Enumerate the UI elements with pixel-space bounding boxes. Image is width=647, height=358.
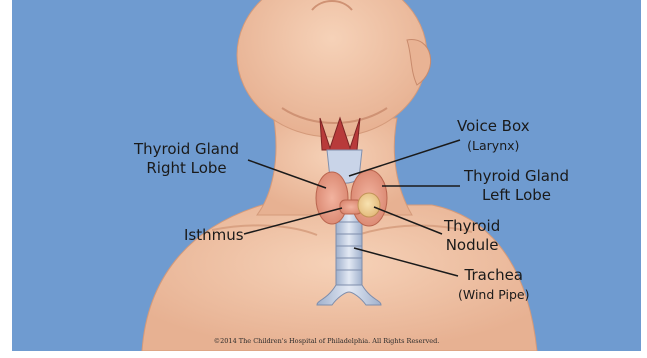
diagram-panel: Voice Box (Larynx) Thyroid Gland Right L… <box>12 0 641 351</box>
trachea-subtitle: (Wind Pipe) <box>458 285 530 304</box>
isthmus-title: Isthmus <box>184 226 244 245</box>
thyroid-right-subtitle: Right Lobe <box>134 159 239 178</box>
label-thyroid-left-lobe: Thyroid Gland Left Lobe <box>464 167 569 205</box>
thyroid-nodule <box>358 193 380 217</box>
head <box>237 0 427 137</box>
label-thyroid-right-lobe: Thyroid Gland Right Lobe <box>134 140 239 178</box>
nodule-subtitle: Nodule <box>444 236 500 255</box>
label-isthmus: Isthmus <box>184 226 244 245</box>
copyright-notice: ©2014 The Children's Hospital of Philade… <box>12 337 641 345</box>
label-trachea: Trachea (Wind Pipe) <box>458 266 530 304</box>
nodule-title: Thyroid <box>444 217 500 236</box>
trachea-title: Trachea <box>458 266 530 285</box>
voice-box-title: Voice Box <box>457 117 530 136</box>
thyroid-left-subtitle: Left Lobe <box>464 186 569 205</box>
thyroid-left-title: Thyroid Gland <box>464 167 569 186</box>
thyroid-right-lobe <box>316 172 348 224</box>
voice-box-subtitle: (Larynx) <box>457 136 530 155</box>
label-nodule: Thyroid Nodule <box>444 217 500 255</box>
thyroid-right-title: Thyroid Gland <box>134 140 239 159</box>
label-voice-box: Voice Box (Larynx) <box>457 117 530 155</box>
